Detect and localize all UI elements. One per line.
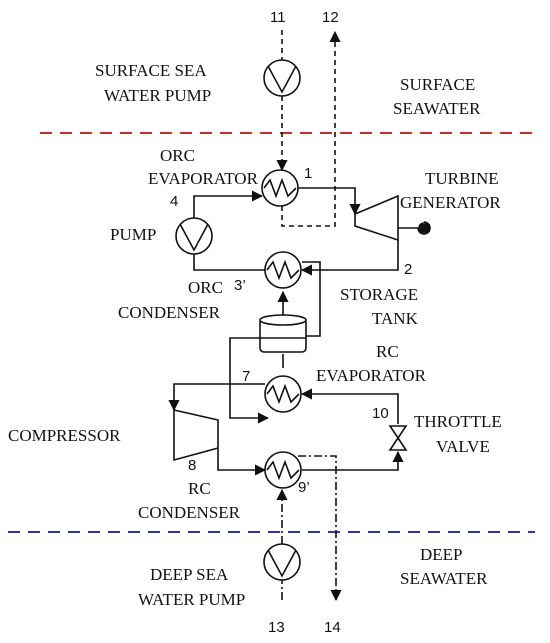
condenser-to-pump-line bbox=[193, 254, 265, 271]
deep-region-label-2: SEAWATER bbox=[400, 569, 488, 588]
deep-seawater-pump-icon bbox=[263, 543, 301, 581]
orc-evaporator-label-2: EVAPORATOR bbox=[148, 169, 259, 188]
orc-evaporator-label-1: ORC bbox=[160, 146, 195, 165]
compressor-to-rc-condenser-line bbox=[217, 448, 267, 476]
surface-pump-label-2: WATER PUMP bbox=[104, 86, 211, 105]
state-11-label: 11 bbox=[270, 9, 286, 26]
valve-to-rc-evaporator-line bbox=[300, 388, 399, 424]
state-4-label: 4 bbox=[170, 193, 178, 210]
orc-evaporator-to-turbine-line bbox=[298, 187, 361, 216]
orc-condenser-label-1: ORC bbox=[188, 278, 223, 297]
rc-condenser-label-1: RC bbox=[188, 479, 211, 498]
deep-seawater-return-line bbox=[298, 455, 342, 602]
surface-seawater-return-line bbox=[281, 30, 341, 227]
state-14-label: 14 bbox=[324, 619, 341, 636]
orc-condenser-icon bbox=[264, 251, 302, 289]
state-10-label: 10 bbox=[372, 405, 389, 422]
state-2-label: 2 bbox=[404, 261, 412, 278]
rc-condenser-to-valve-line bbox=[302, 450, 404, 471]
storage-tank-icon bbox=[259, 314, 307, 353]
compressor-icon bbox=[173, 408, 219, 462]
state-12-label: 12 bbox=[322, 9, 339, 26]
pump-label: PUMP bbox=[110, 225, 156, 244]
storage-tank-label-1: STORAGE bbox=[340, 285, 418, 304]
turbine-to-condenser-line bbox=[300, 240, 399, 276]
orc-condenser-to-tank-line bbox=[302, 261, 321, 337]
surface-region-label-2: SEAWATER bbox=[393, 99, 481, 118]
rc-condenser-icon bbox=[264, 451, 302, 489]
state-1-label: 1 bbox=[304, 165, 312, 182]
rc-condenser-label-2: CONDENSER bbox=[138, 503, 241, 522]
pump-to-evaporator-line bbox=[193, 190, 264, 218]
rc-evaporator-icon bbox=[264, 375, 302, 413]
state-7-label: 7 bbox=[242, 368, 250, 385]
storage-tank-label-2: TANK bbox=[372, 309, 419, 328]
throttle-valve-icon bbox=[388, 425, 408, 451]
state-3-label: 3’ bbox=[234, 277, 246, 294]
turbine-generator-label-1: TURBINE bbox=[425, 169, 499, 188]
orc-condenser-label-2: CONDENSER bbox=[118, 303, 221, 322]
throttle-valve-label-2: VALVE bbox=[436, 437, 490, 456]
orc-evaporator-icon bbox=[261, 169, 299, 207]
rc-evaporator-label-2: EVAPORATOR bbox=[316, 366, 427, 385]
throttle-valve-label-1: THROTTLE bbox=[414, 412, 502, 431]
tank-to-rc-evaporator-line bbox=[229, 337, 270, 424]
turbine-generator-icon bbox=[354, 194, 431, 242]
compressor-label: COMPRESSOR bbox=[8, 426, 121, 445]
state-9-label: 9’ bbox=[298, 479, 310, 496]
surface-pump-label-1: SURFACE SEA bbox=[95, 61, 207, 80]
state-8-label: 8 bbox=[188, 457, 196, 474]
state-13-label: 13 bbox=[268, 619, 285, 636]
deep-region-label-1: DEEP bbox=[420, 545, 463, 564]
surface-seawater-pump-icon bbox=[263, 59, 301, 97]
rc-evaporator-to-compressor-line bbox=[168, 383, 265, 412]
orc-pump-icon bbox=[175, 217, 213, 255]
deep-pump-label-2: WATER PUMP bbox=[138, 590, 245, 609]
deep-pump-label-1: DEEP SEA bbox=[150, 565, 229, 584]
surface-region-label-1: SURFACE bbox=[400, 75, 475, 94]
turbine-generator-label-2: GENERATOR bbox=[400, 193, 501, 212]
rc-evaporator-label-1: RC bbox=[376, 342, 399, 361]
